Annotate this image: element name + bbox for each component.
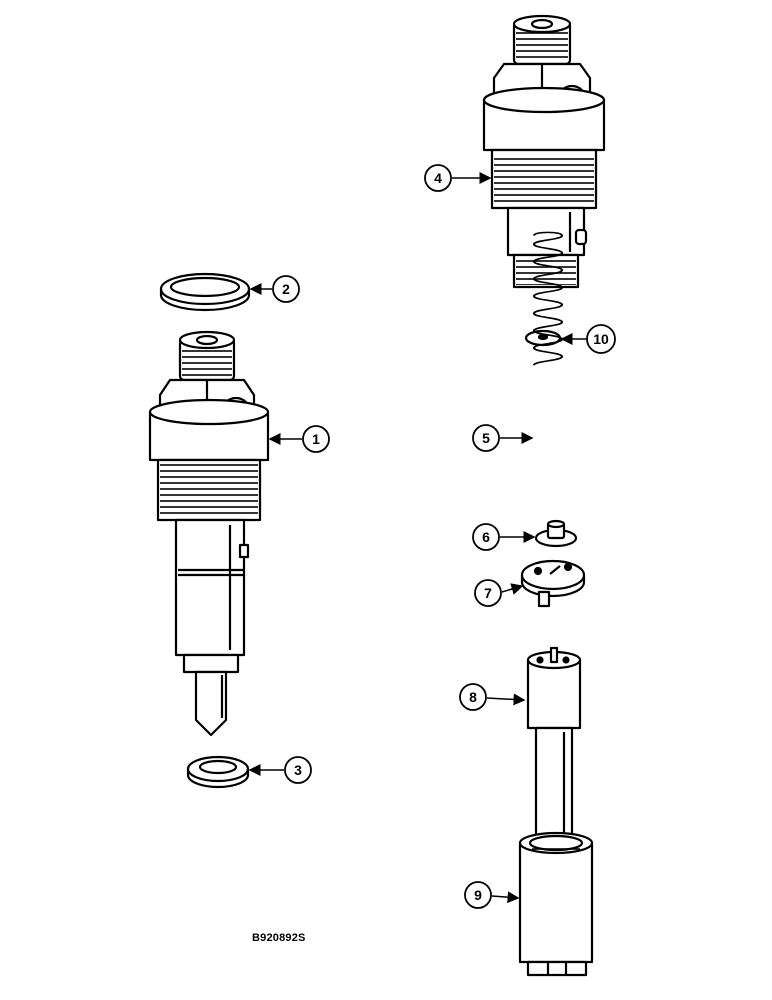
- spring-drawing: [532, 231, 564, 366]
- callouts: 2 1 3 4 10 5 6 7: [272, 164, 616, 909]
- callout-1: 1: [302, 425, 330, 453]
- leader-7: [501, 583, 524, 595]
- callout-3: 3: [284, 756, 312, 784]
- callout-3-label: 3: [294, 762, 302, 778]
- callout-10-label: 10: [593, 331, 609, 347]
- leader-9: [491, 891, 520, 904]
- callout-5-label: 5: [482, 430, 490, 446]
- injector-assembly-drawing: [148, 330, 270, 737]
- leader-lines: [248, 172, 587, 904]
- callout-4: 4: [424, 164, 452, 192]
- callout-9-label: 9: [474, 887, 482, 903]
- callout-5: 5: [472, 424, 500, 452]
- callout-9: 9: [464, 881, 492, 909]
- callout-6-label: 6: [482, 529, 490, 545]
- spring-seat-drawing: [534, 519, 578, 548]
- callout-1-label: 1: [312, 431, 320, 447]
- callout-6: 6: [472, 523, 500, 551]
- callout-10: 10: [586, 324, 616, 354]
- injector-body-drawing: [482, 14, 606, 289]
- callout-2: 2: [272, 275, 300, 303]
- nozzle-nut-drawing: [518, 831, 594, 977]
- callout-7-label: 7: [484, 585, 492, 601]
- callout-8-label: 8: [469, 689, 477, 705]
- leader-8: [486, 693, 526, 706]
- seal-ring-upper-drawing: [159, 272, 251, 312]
- callout-4-label: 4: [434, 170, 442, 186]
- seal-washer-lower-drawing: [186, 755, 250, 789]
- callout-8: 8: [459, 683, 487, 711]
- figure-id-label: B920892S: [252, 932, 306, 944]
- spacer-plate-drawing: [520, 559, 586, 608]
- callout-7: 7: [474, 579, 502, 607]
- callout-2-label: 2: [282, 281, 290, 297]
